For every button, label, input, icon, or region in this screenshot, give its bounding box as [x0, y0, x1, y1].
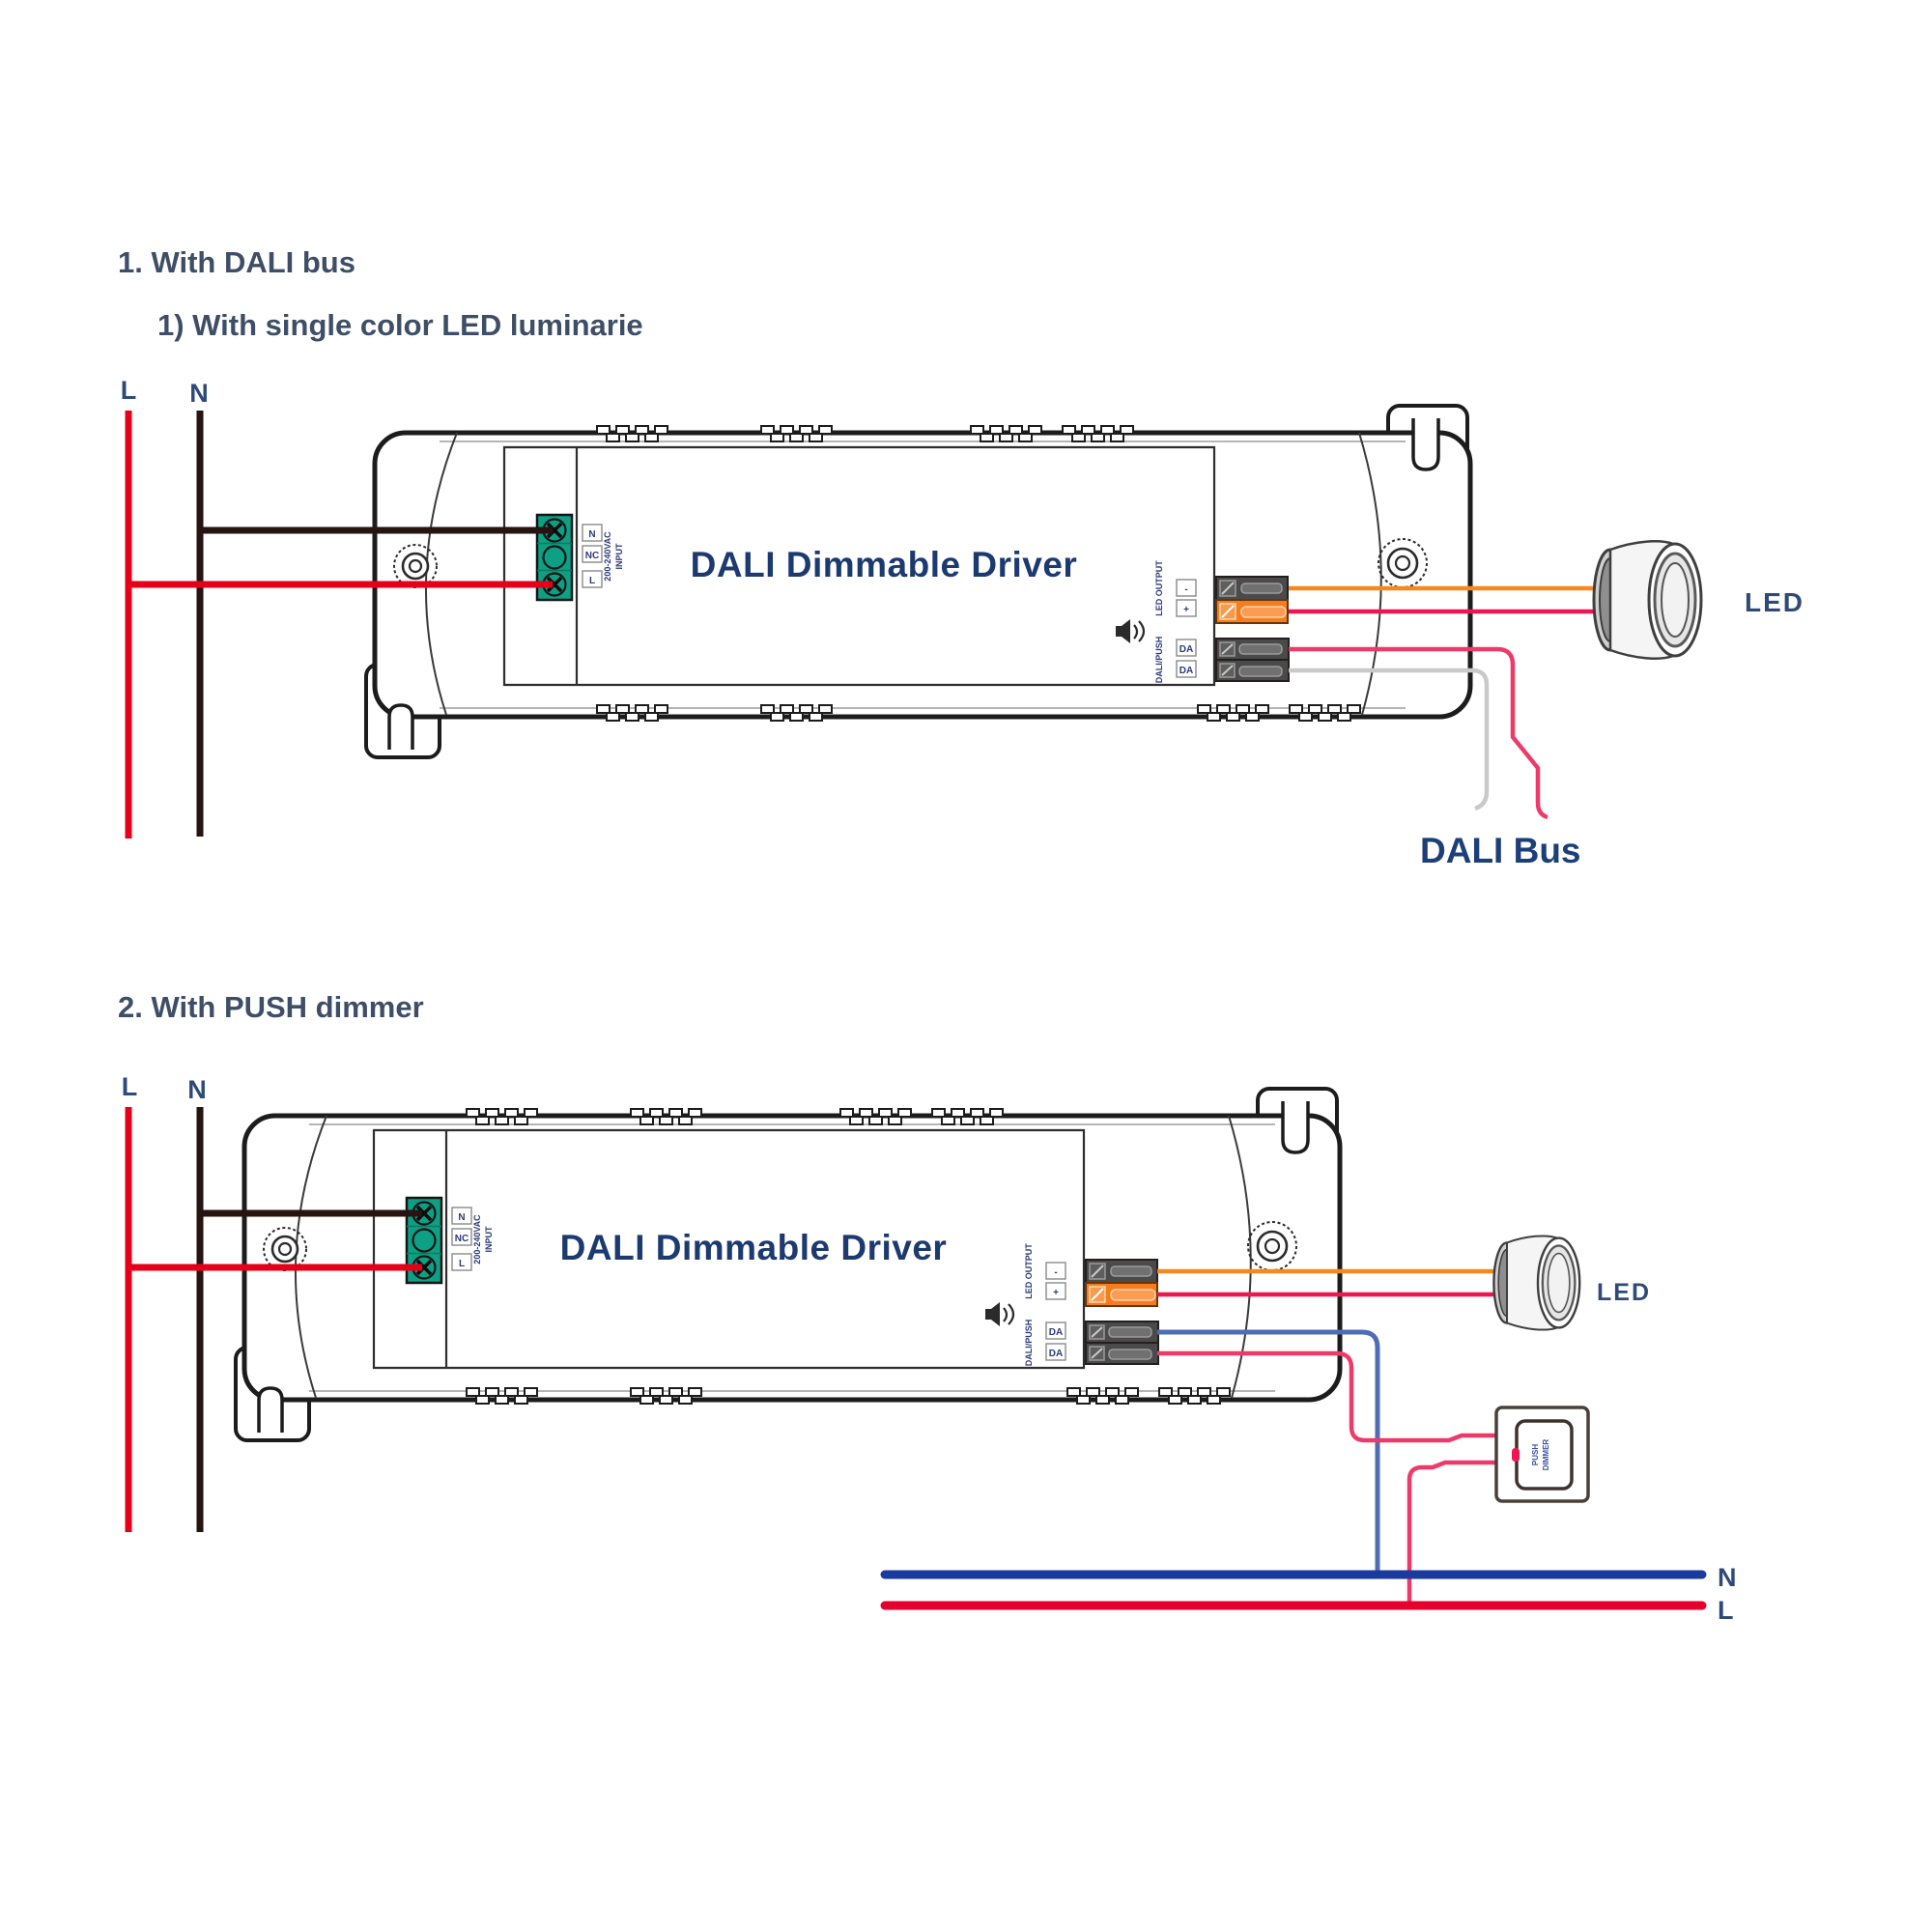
- terminal-label-minus: -: [1184, 584, 1187, 595]
- vent-slots-top: [466, 1108, 1004, 1125]
- terminal-label-da: DA: [1049, 1349, 1063, 1359]
- terminal-label-box: [582, 524, 603, 542]
- dali-port-group-label: DALI/PUSH: [1024, 1320, 1034, 1367]
- bus-live-label: L: [1718, 1596, 1734, 1625]
- terminal-label-nc: NC: [585, 551, 599, 561]
- terminal-label-da: DA: [1179, 644, 1193, 655]
- terminal-label-da: DA: [1179, 666, 1193, 676]
- push-wire-pink-out: [1406, 1460, 1496, 1605]
- screw-slot-icon: [257, 1386, 284, 1433]
- section2-heading: 2. With PUSH dimmer: [118, 990, 424, 1024]
- dali-connector-da1: [1085, 1321, 1159, 1344]
- led-output-group-label: LED OUTPUT: [1154, 560, 1164, 616]
- section1-subheading: 1) With single color LED luminarie: [157, 308, 643, 342]
- terminal-label-box: [1176, 639, 1197, 657]
- terminal-label-box: [1176, 579, 1197, 597]
- push-wire-pink-in: [1157, 1350, 1496, 1443]
- terminal-label-plus: +: [1183, 605, 1189, 615]
- dali-connector-da1: [1215, 638, 1290, 661]
- terminal-label-n: N: [588, 529, 595, 540]
- screw-slot-icon: [1281, 1101, 1310, 1154]
- led-lamp-label: LED: [1745, 587, 1804, 617]
- dali-bus-wire-pink: [1289, 646, 1548, 820]
- input-label: INPUT: [484, 1226, 494, 1253]
- terminal-label-box: [1045, 1343, 1066, 1361]
- dali-bus-label: DALI Bus: [1420, 831, 1581, 870]
- led-output-connector-plus: [1085, 1282, 1158, 1307]
- terminal-label-l: L: [459, 1259, 465, 1269]
- case-screw-icon: [1247, 1221, 1297, 1271]
- section1-heading: 1. With DALI bus: [118, 245, 355, 279]
- terminal-label-box: [1045, 1262, 1066, 1280]
- terminal-label-box: [582, 545, 603, 563]
- speaker-icon: [1116, 619, 1146, 643]
- terminal-label-box: [1045, 1321, 1066, 1340]
- terminal-label-box: [451, 1253, 472, 1271]
- neutral-label: N: [189, 379, 209, 408]
- led-output-group-label: LED OUTPUT: [1024, 1243, 1034, 1299]
- led-output-connector-minus: [1215, 576, 1289, 601]
- terminal-label-plus: +: [1053, 1288, 1059, 1298]
- screw-slot-icon: [387, 703, 414, 750]
- led-lamp-icon: [1592, 540, 1703, 660]
- dali-bus-wire-gray: [1289, 668, 1490, 811]
- dali-driver-unit: N NC L 200-240VAC INPUT DALI Dimmable Dr…: [364, 404, 1473, 759]
- push-dimmer-label-2: DIMMER: [1542, 1439, 1550, 1471]
- neutral-label: N: [187, 1075, 207, 1104]
- inner-panel: [502, 445, 1216, 687]
- dali-connector-da2: [1085, 1342, 1159, 1365]
- terminal-label-nc: NC: [455, 1234, 469, 1244]
- case-screw-icon: [263, 1227, 307, 1271]
- driver-title: DALI Dimmable Driver: [560, 1228, 948, 1267]
- live-label: L: [121, 376, 137, 405]
- driver-title: DALI Dimmable Driver: [691, 545, 1078, 584]
- endcap-curve-right: [1228, 1115, 1252, 1399]
- terminal-label-n: N: [458, 1212, 465, 1223]
- endcap-curve-right: [1358, 432, 1382, 716]
- input-label: INPUT: [614, 543, 624, 570]
- vent-slots-bottom: [596, 704, 1361, 722]
- dali-driver-unit: N NC L 200-240VAC INPUT DALI Dimmable Dr…: [234, 1087, 1343, 1442]
- push-dimmer: PUSH DIMMER: [1494, 1406, 1590, 1503]
- speaker-icon: [985, 1302, 1015, 1326]
- terminal-label-minus: -: [1054, 1267, 1057, 1278]
- live-label: L: [122, 1072, 138, 1101]
- terminal-label-box: [451, 1207, 472, 1225]
- push-dimmer-indicator: [1512, 1448, 1520, 1462]
- led-output-connector-plus: [1215, 599, 1289, 624]
- vent-slots-bottom: [466, 1387, 1231, 1405]
- push-dimmer-label-1: PUSH: [1531, 1444, 1540, 1465]
- diagram1-wiring: [125, 411, 1594, 838]
- vent-slots-top: [596, 425, 1134, 442]
- inner-panel: [372, 1128, 1086, 1370]
- terminal-label-box: [1176, 660, 1197, 678]
- terminal-label-box: [1176, 599, 1197, 617]
- terminal-label-box: [1045, 1282, 1066, 1300]
- screw-slot-icon: [1411, 418, 1440, 471]
- bus-neutral-label: N: [1718, 1563, 1737, 1592]
- terminal-label-box: [451, 1228, 472, 1246]
- terminal-label-l: L: [589, 576, 595, 586]
- dali-connector-da2: [1215, 659, 1290, 682]
- input-rating-label: 200-240VAC: [603, 531, 612, 582]
- push-wire-blue: [1157, 1329, 1380, 1575]
- case-screw-icon: [393, 544, 438, 588]
- diagram2-wiring: [125, 1107, 1707, 1610]
- case-screw-icon: [1378, 538, 1428, 588]
- dali-port-group-label: DALI/PUSH: [1154, 637, 1164, 684]
- led-lamp-label: LED: [1597, 1279, 1651, 1306]
- led-lamp-icon: [1492, 1235, 1581, 1331]
- terminal-label-box: [582, 570, 603, 588]
- terminal-label-da: DA: [1049, 1327, 1063, 1338]
- input-rating-label: 200-240VAC: [472, 1214, 482, 1264]
- led-output-connector-minus: [1085, 1259, 1158, 1284]
